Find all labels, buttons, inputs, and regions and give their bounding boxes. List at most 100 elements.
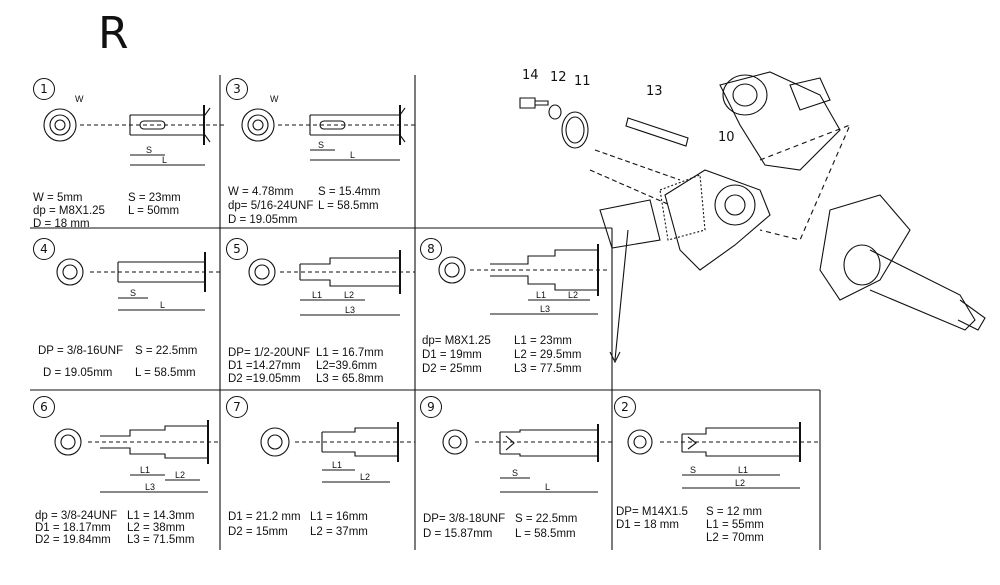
spec-2-line-5: L2 = 70mm — [706, 532, 764, 544]
dim-label-l1-8: L1 — [536, 290, 546, 300]
callout-14: 14 — [522, 68, 539, 83]
spec-2-line-4: L1 = 55mm — [706, 519, 764, 531]
dim-label-l2-5: L2 — [344, 290, 354, 300]
shaft-drawing-8 — [438, 244, 610, 315]
dim-label-l-1: L — [162, 155, 167, 165]
shaft-drawing-7 — [260, 422, 415, 483]
panel-number-4: 4 — [33, 238, 55, 260]
spec-block-4: DP = 3/8-16UNF S = 22.5mm D = 19.05mm L … — [38, 345, 218, 385]
spec-3-line-4: L = 58.5mm — [318, 200, 379, 212]
spec-1-line-3: dp = M8X1.25 — [33, 205, 105, 217]
dim-label-l2-2: L2 — [735, 478, 745, 488]
spec-8-line-4: L2 = 29.5mm — [514, 349, 582, 361]
shaft-drawing-6 — [54, 420, 220, 493]
shaft-drawing-2 — [627, 422, 820, 489]
spec-1-line-1: W = 5mm — [33, 192, 83, 204]
dim-label-l2-7: L2 — [360, 472, 370, 482]
spec-8-line-2: L1 = 23mm — [514, 335, 572, 347]
dim-label-l1-5: L1 — [312, 290, 322, 300]
dim-label-l3-8: L3 — [540, 304, 550, 314]
spec-4-line-1: DP = 3/8-16UNF — [38, 345, 124, 357]
panel-number-6: 6 — [33, 396, 55, 418]
spec-block-6: dp = 3/8-24UNF L1 = 14.3mm D1 = 18.17mm … — [35, 510, 220, 552]
spec-4-line-3: D = 19.05mm — [43, 367, 113, 379]
dim-label-s-4: S — [130, 288, 136, 298]
spec-6-line-1: dp = 3/8-24UNF — [35, 510, 118, 522]
dim-label-l1-2: L1 — [738, 465, 748, 475]
spec-5-line-3: D1 =14.27mm — [228, 360, 301, 372]
panel-number-3: 3 — [226, 78, 248, 100]
shaft-drawing-3 — [241, 105, 415, 161]
spec-4-line-4: L = 58.5mm — [135, 367, 196, 379]
dim-label-l-3: L — [350, 150, 355, 160]
dim-label-s-3: S — [318, 140, 324, 150]
spec-7-line-2: L1 = 16mm — [310, 511, 368, 523]
spec-6-line-2: L1 = 14.3mm — [127, 510, 195, 522]
callout-13: 13 — [646, 84, 663, 99]
panel-number-5: 5 — [226, 238, 248, 260]
spec-6-line-5: D2 = 19.84mm — [35, 534, 111, 546]
spec-5-line-2: L1 = 16.7mm — [316, 347, 384, 359]
dim-label-s-1: S — [146, 145, 152, 155]
spec-1-line-5: D = 18 mm — [33, 218, 90, 230]
spec-5-line-1: DP= 1/2-20UNF — [228, 347, 311, 359]
spec-block-2: DP= M14X1.5 S = 12 mm D1 = 18 mm L1 = 55… — [616, 506, 806, 548]
spec-8-line-5: D2 = 25mm — [422, 363, 482, 375]
spec-block-1: W = 5mm S = 23mm dp = M8X1.25 L = 50mm D… — [33, 192, 213, 232]
spec-block-8: dp= M8X1.25 L1 = 23mm D1 = 19mm L2 = 29.… — [422, 335, 607, 377]
panel-number-9: 9 — [420, 396, 442, 418]
dim-label-w-3: W — [270, 94, 279, 104]
dim-label-l-9: L — [545, 482, 550, 492]
spec-7-line-1: D1 = 21.2 mm — [228, 511, 301, 523]
dimension-labels: S L W S L W S L L1 L2 L3 L1 L2 L3 L1 L2 … — [75, 94, 748, 492]
spec-8-line-3: D1 = 19mm — [422, 349, 482, 361]
panel-number-8: 8 — [420, 238, 442, 260]
panel-number-7: 7 — [226, 396, 248, 418]
spec-3-line-5: D = 19.05mm — [228, 214, 298, 226]
spec-8-line-1: dp= M8X1.25 — [422, 335, 491, 347]
shaft-drawing-9 — [442, 424, 612, 493]
dim-label-s-2: S — [690, 465, 696, 475]
dim-label-l3-5: L3 — [345, 305, 355, 315]
callout-10: 10 — [718, 130, 735, 145]
spec-1-line-4: L = 50mm — [128, 205, 180, 217]
spec-8-line-6: L3 = 77.5mm — [514, 363, 582, 375]
panel-number-1: 1 — [33, 78, 55, 100]
spec-7-line-4: L2 = 37mm — [310, 526, 368, 538]
spec-5-line-6: L3 = 65.8mm — [316, 373, 384, 385]
spec-block-3: W = 4.78mm S = 15.4mm dp= 5/16-24UNF L =… — [228, 186, 408, 226]
spec-3-line-2: S = 15.4mm — [318, 186, 381, 198]
spec-6-line-6: L3 = 71.5mm — [127, 534, 195, 546]
spec-1-line-2: S = 23mm — [128, 192, 181, 204]
spec-3-line-1: W = 4.78mm — [228, 186, 294, 198]
dim-label-l-4: L — [160, 300, 165, 310]
spec-9-line-3: D = 15.87mm — [423, 528, 493, 540]
spec-6-line-4: L2 = 38mm — [127, 522, 185, 534]
shaft-drawing-1 — [43, 105, 225, 166]
crankshaft-illustration — [519, 71, 986, 364]
dim-label-l2-8: L2 — [568, 290, 578, 300]
callout-11: 11 — [574, 74, 591, 89]
shaft-drawing-5 — [248, 250, 415, 316]
spec-9-line-1: DP= 3/8-18UNF — [423, 513, 506, 525]
panel-grid-lines — [30, 75, 821, 550]
spec-9-line-2: S = 22.5mm — [515, 513, 578, 525]
spec-block-9: DP= 3/8-18UNF S = 22.5mm D = 15.87mm L =… — [423, 513, 608, 543]
spec-4-line-2: S = 22.5mm — [135, 345, 198, 357]
dim-label-l1-7: L1 — [332, 460, 342, 470]
spec-7-line-3: D2 = 15mm — [228, 526, 288, 538]
callout-12: 12 — [550, 70, 567, 85]
spec-9-line-4: L = 58.5mm — [515, 528, 576, 540]
spec-block-7: D1 = 21.2 mm L1 = 16mm D2 = 15mm L2 = 37… — [228, 511, 413, 541]
spec-2-line-3: D1 = 18 mm — [616, 519, 679, 531]
page-letter: R — [98, 8, 129, 59]
shaft-drawing-4 — [56, 252, 220, 311]
spec-2-line-2: S = 12 mm — [706, 506, 762, 518]
spec-3-line-3: dp= 5/16-24UNF — [228, 200, 314, 212]
spec-5-line-5: D2 =19.05mm — [228, 373, 301, 385]
spec-5-line-4: L2=39.6mm — [316, 360, 378, 372]
panel-number-2: 2 — [614, 396, 636, 418]
spec-block-5: DP= 1/2-20UNF L1 = 16.7mm D1 =14.27mm L2… — [228, 347, 413, 389]
